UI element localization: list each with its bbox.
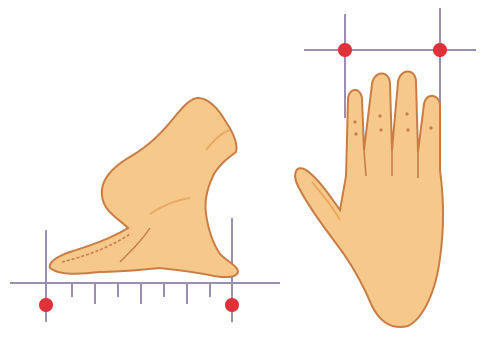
right-finger-marker	[433, 43, 447, 57]
knuckle-dot	[354, 132, 357, 135]
finger-width-panel	[295, 8, 476, 327]
knuckle-dot	[405, 112, 408, 115]
hand-span-panel	[10, 98, 280, 322]
ruler-ticks	[72, 283, 210, 304]
knuckle-dot	[406, 128, 409, 131]
knuckle-dot	[429, 126, 432, 129]
hand-body	[50, 98, 238, 277]
open-hand	[295, 72, 443, 328]
spanning-hand	[50, 98, 238, 277]
knuckle-dot	[378, 114, 381, 117]
left-reference-marker	[39, 298, 53, 312]
left-finger-marker	[338, 43, 352, 57]
right-reference-marker	[225, 298, 239, 312]
knuckle-dot	[379, 128, 382, 131]
palm-and-fingers	[295, 72, 443, 328]
knuckle-dot	[353, 120, 356, 123]
